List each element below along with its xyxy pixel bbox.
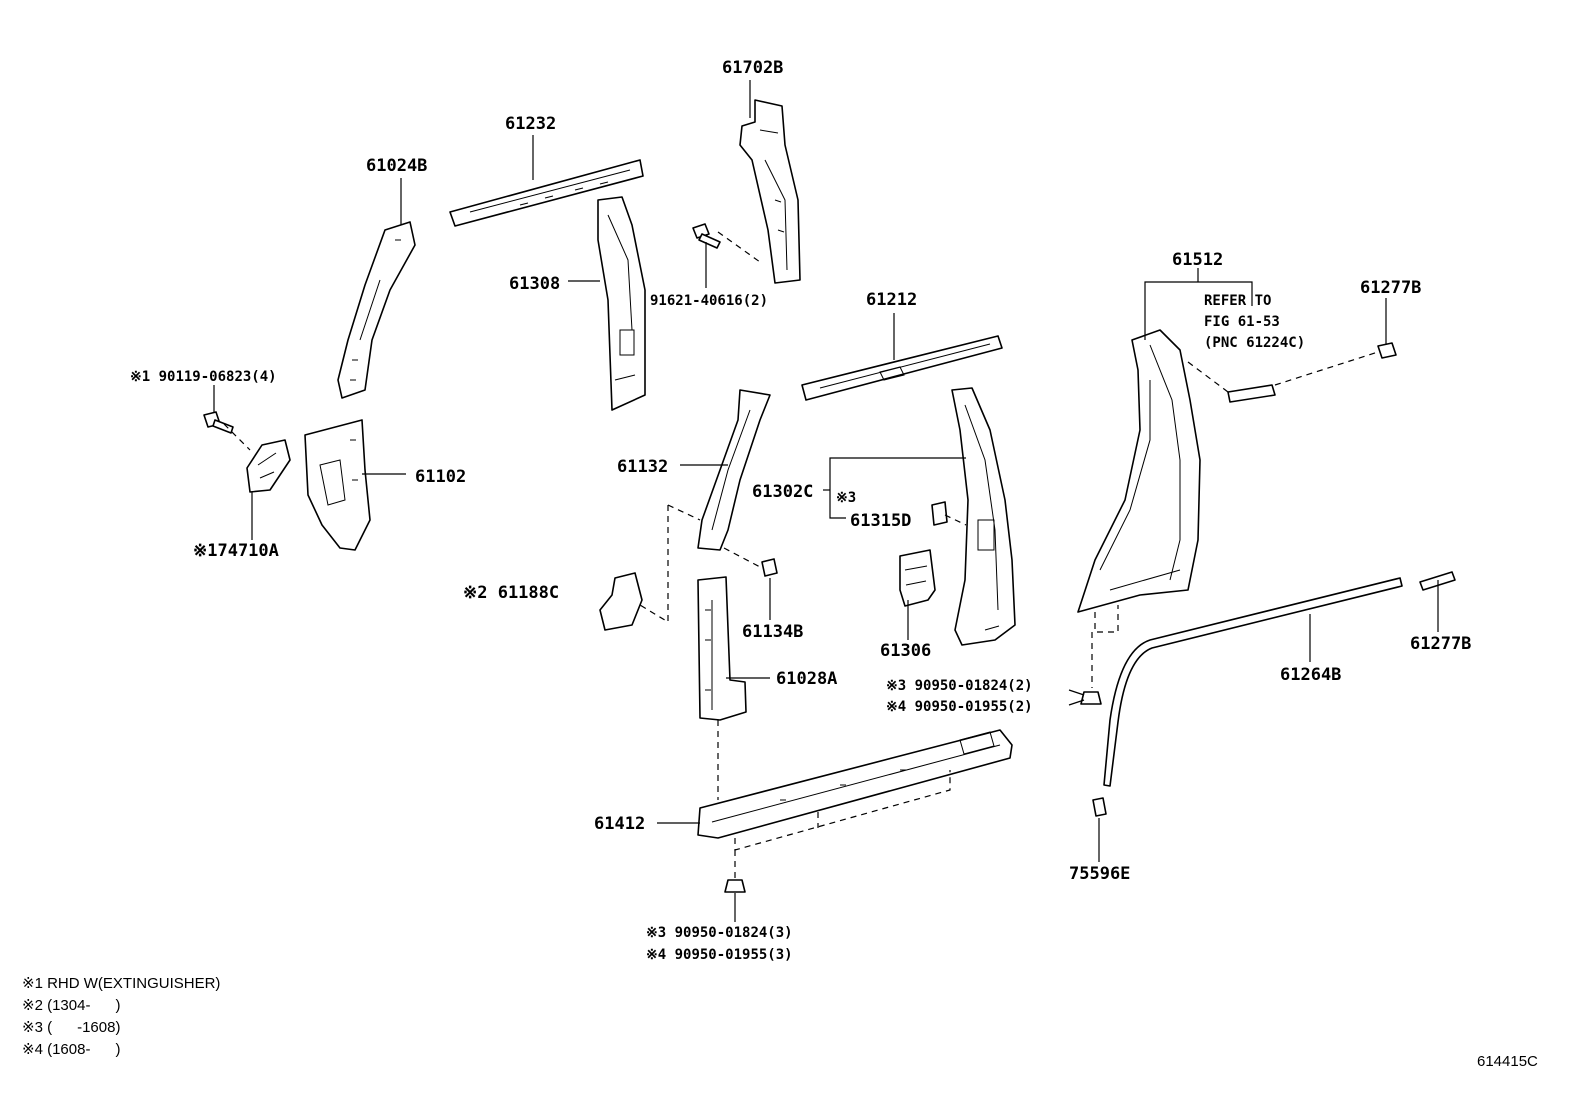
label-mark-3: ※3 [836,490,856,506]
label-90950-01824-bot: ※3 90950-01824(3) [646,925,793,941]
part-61277B-upper [1377,342,1397,359]
part-61412 [697,729,1013,839]
part-61232 [449,159,644,227]
part-61134B [761,558,778,577]
part-61702B [739,99,801,284]
part-61315D [931,501,948,526]
footnote-3: ※3 ( -1608) [22,1019,120,1036]
part-90950-grommet-bot [724,879,746,893]
label-90119-06823: ※1 90119-06823(4) [130,369,277,385]
label-61306: 61306 [880,641,931,661]
part-91621-bolt [692,223,721,249]
part-75596E [1092,797,1107,817]
footnotes: ※1 RHD W(EXTINGUISHER) ※2 (1304- ) ※3 ( … [22,975,220,1058]
label-61512: 61512 [1172,250,1223,270]
part-61024B [337,221,416,399]
label-61277B-top: 61277B [1360,278,1421,298]
footnote-1: ※1 RHD W(EXTINGUISHER) [22,975,220,992]
leader-lines [213,80,1439,922]
label-61277B-bot: 61277B [1410,634,1471,654]
label-refer-to: REFER TO [1204,293,1271,309]
label-61132: 61132 [617,457,668,477]
part-61224C-strip [1227,384,1276,403]
part-61028A [697,576,747,721]
label-refer-fig: FIG 61-53 [1204,314,1280,330]
dashed-assembly-lines [223,231,1379,880]
part-61512 [1077,329,1201,613]
label-61024B: 61024B [366,156,427,176]
label-61134B: 61134B [742,622,803,642]
label-91621-40616: 91621-40616(2) [650,293,768,309]
part-90950-grommet-mid [1080,691,1102,705]
part-61102 [304,419,371,551]
label-61102: 61102 [415,467,466,487]
label-74710A: ※174710A [193,541,279,561]
footnote-4: ※4 (1608- ) [22,1041,120,1058]
footnote-2: ※2 (1304- ) [22,997,120,1014]
part-74710A [246,439,291,493]
part-61132 [697,389,771,551]
label-61264B: 61264B [1280,665,1341,685]
part-90119-screw [203,411,234,434]
label-61212: 61212 [866,290,917,310]
label-90950-01955-mid: ※4 90950-01955(2) [886,699,1033,715]
figure-code: 614415C [1477,1053,1538,1070]
label-61232: 61232 [505,114,556,134]
label-75596E: 75596E [1069,864,1130,884]
label-61188C: ※2 61188C [463,583,559,603]
label-refer-pnc: (PNC 61224C) [1204,335,1305,351]
part-61306 [899,549,936,607]
part-labels: 61702B 61232 61024B 61308 91621-40616(2)… [130,58,1471,963]
part-61264B [1103,577,1403,787]
label-61412: 61412 [594,814,645,834]
part-61308 [597,196,646,411]
part-61188C [599,572,643,631]
label-90950-01955-bot: ※4 90950-01955(3) [646,947,793,963]
label-61028A: 61028A [776,669,837,689]
label-90950-01824-mid: ※3 90950-01824(2) [886,678,1033,694]
part-61302C [951,387,1016,646]
label-61315D: 61315D [850,511,911,531]
label-61702B: 61702B [722,58,783,78]
part-61212 [801,335,1003,401]
label-61308: 61308 [509,274,560,294]
label-61302C: 61302C [752,482,813,502]
